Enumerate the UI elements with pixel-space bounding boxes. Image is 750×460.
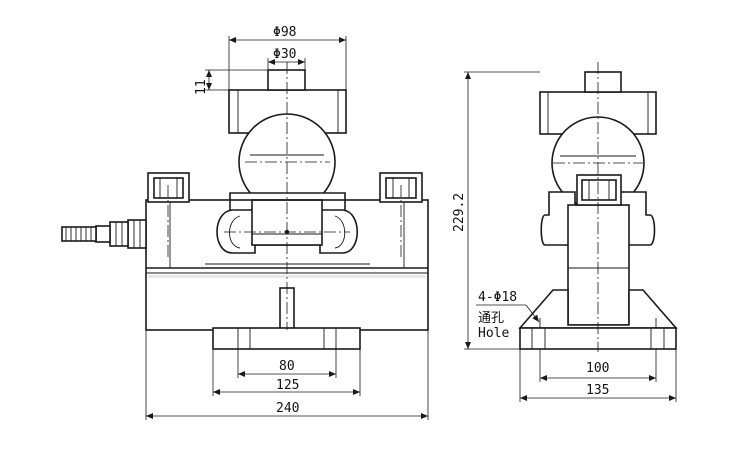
dim-overall-length: 240	[276, 401, 299, 416]
dim-button-diameter: Φ30	[273, 47, 296, 62]
side-column	[567, 204, 630, 326]
side-view: 229.2 4-Φ18 通孔 Hole 100 135	[452, 62, 678, 402]
cable-gland	[95, 219, 147, 249]
dim-base-width: 135	[586, 383, 609, 398]
hole-label-cn: 通孔	[478, 311, 504, 326]
front-view: Φ98 Φ30 11 80 125 240	[61, 25, 429, 420]
hole-label-en: Hole	[478, 326, 509, 341]
dim-top-plate-diameter: Φ98	[273, 25, 296, 40]
dim-bolt-spacing: 80	[279, 359, 295, 374]
mounting-foot	[212, 327, 361, 350]
dim-foot-width: 125	[276, 378, 299, 393]
hole-spec: 4-Φ18	[478, 290, 517, 305]
dim-hole-spacing: 100	[586, 361, 609, 376]
dim-overall-height: 229.2	[452, 193, 467, 232]
cable	[61, 226, 97, 242]
load-button	[267, 69, 306, 91]
side-flange	[518, 289, 678, 329]
dim-button-height: 11	[194, 79, 209, 95]
